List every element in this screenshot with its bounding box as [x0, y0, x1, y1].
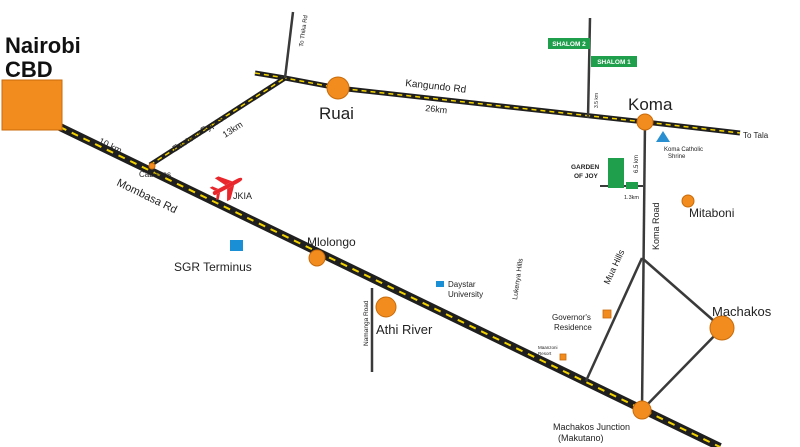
cabanas-marker [148, 162, 156, 170]
mlolongo-label: Mlolongo [307, 235, 356, 249]
machakos-junction-road [641, 327, 723, 411]
athi-river-label: Athi River [376, 322, 433, 337]
jkia-label: JKIA [233, 191, 252, 201]
shalom-2-sign [548, 38, 590, 49]
tala-road-label: To Tala [743, 131, 769, 140]
sgr-terminus-marker [230, 240, 243, 251]
nairobi-cbd-block [1, 79, 63, 131]
maanzoni-label-2: Resort [538, 351, 552, 356]
governors-label-2: Residence [554, 323, 592, 332]
mitaboni-town-marker [681, 194, 695, 208]
thika-road-label: To Thika Rd [299, 15, 309, 47]
kangundo-distance-label: 26km [425, 103, 448, 115]
athi-river-town-marker [375, 296, 397, 318]
shalom-2-label: SHALOM 2 [552, 41, 586, 48]
distance-3-5km-label: 3.5 km [594, 93, 600, 108]
ruai-label: Ruai [319, 104, 354, 123]
lukenya-hills-label: Lukenya Hills [512, 258, 525, 301]
koma-shrine-label-1: Koma Catholic [664, 147, 703, 153]
shalom-1-sign [591, 56, 637, 67]
mua-hills-road-line [584, 257, 644, 382]
airplane-icon [209, 176, 243, 202]
koma-shrine-label-2: Shrine [668, 154, 686, 160]
mombasa-road [58, 123, 722, 447]
garden-of-joy-marker [626, 182, 638, 189]
namanga-road-label: Namanga Road [363, 300, 370, 346]
koma-town-marker [636, 113, 654, 131]
machakos-town-marker [709, 315, 735, 341]
maanzoni-label-1: Maanzoni [538, 345, 558, 350]
sgr-terminus-label: SGR Terminus [174, 260, 252, 274]
machakos-junction-marker [632, 400, 652, 420]
cbd-label: CBD [5, 57, 53, 82]
garden-label-1: GARDEN [571, 164, 599, 171]
koma-label: Koma [628, 95, 673, 114]
ruai-town-marker [326, 76, 350, 100]
eastern-bypass-road [148, 75, 287, 168]
machakos-junction-label: Machakos Junction [553, 422, 630, 432]
machakos-link-road [641, 257, 723, 329]
shalom-1-label: SHALOM 1 [597, 59, 631, 66]
daystar-label-1: Daystar [448, 280, 476, 289]
koma-road-label: Koma Road [651, 202, 661, 250]
makutano-label: (Makutano) [558, 433, 604, 443]
nairobi-label: Nairobi [5, 33, 81, 58]
machakos-label: Machakos [712, 304, 772, 319]
koma-shrine-triangle-icon [656, 131, 670, 142]
daystar-label-2: University [448, 290, 483, 299]
garden-of-joy-sign [608, 158, 624, 188]
distance-1-3km-label: 1.3km [624, 195, 639, 201]
mitaboni-label: Mitaboni [689, 206, 734, 220]
koma-road-line [640, 121, 647, 411]
mlolongo-town-marker [308, 249, 326, 267]
shalom-road [586, 17, 592, 119]
maanzoni-resort-marker [559, 353, 567, 361]
mua-hills-label: Mua Hills [602, 248, 627, 286]
cabanas-label: Cabanas [139, 170, 171, 179]
garden-label-2: OF JOY [574, 173, 599, 180]
governors-label-1: Governor's [552, 313, 591, 322]
thika-road [283, 11, 295, 79]
towns [148, 76, 735, 420]
distance-6-5km-label: 6.5 km [634, 155, 640, 173]
kangundo-road-label: Kangundo Rd [405, 78, 467, 96]
governors-residence-marker [602, 309, 612, 319]
daystar-marker [436, 281, 444, 287]
